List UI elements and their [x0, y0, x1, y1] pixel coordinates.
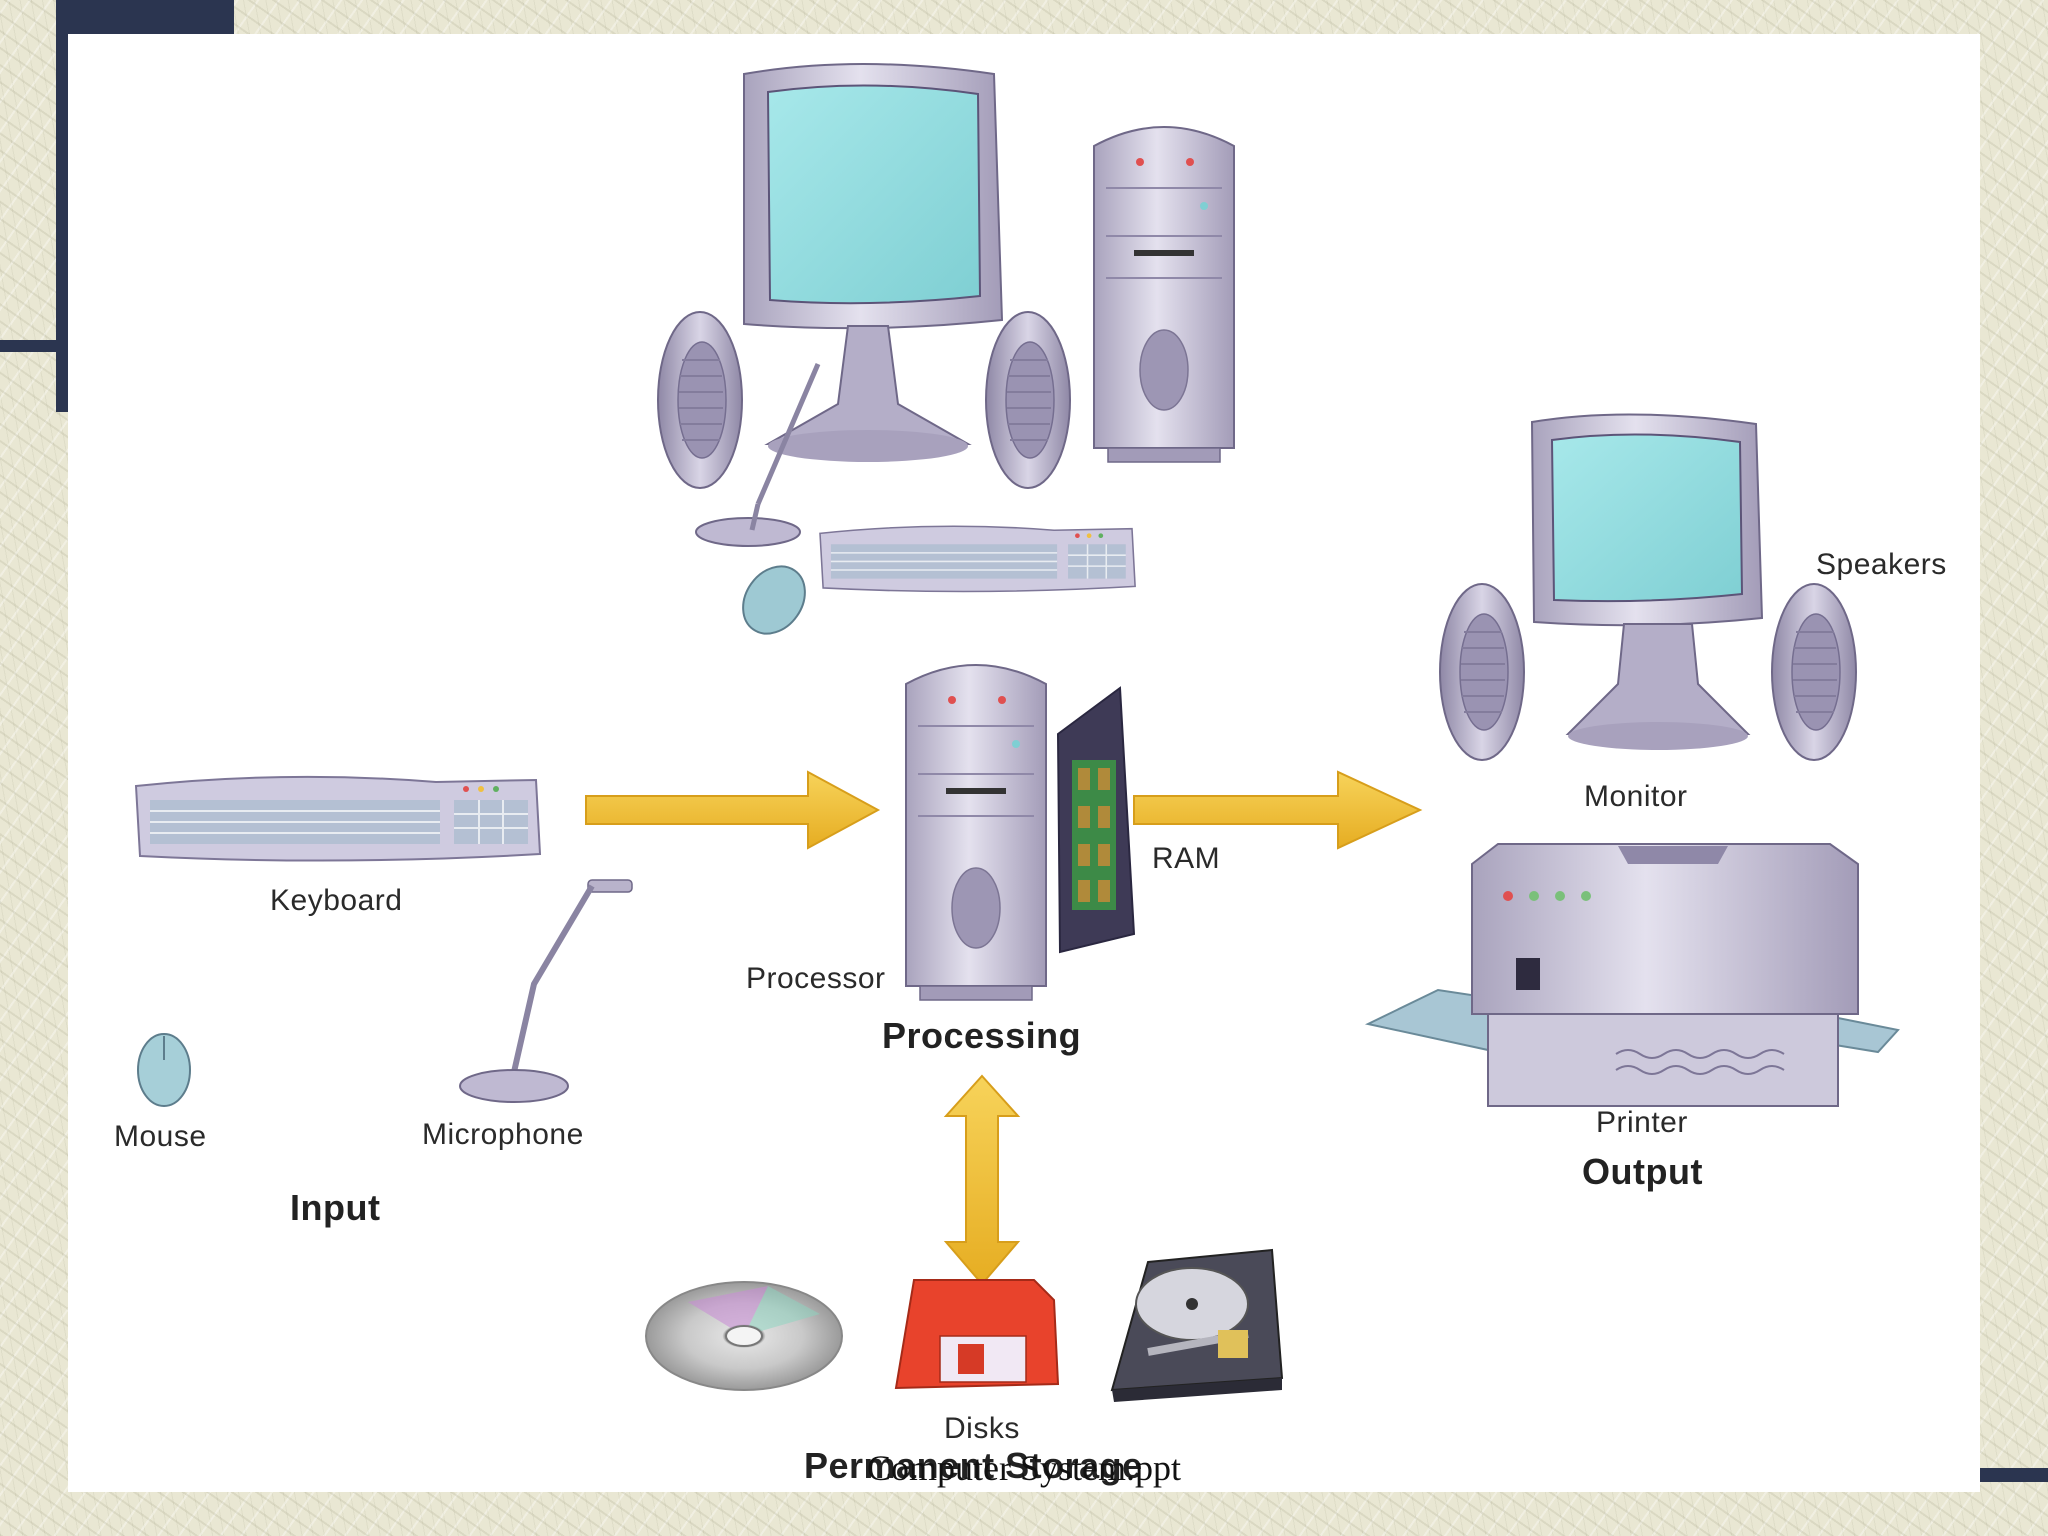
input-heading: Input [290, 1187, 381, 1228]
output-devices [1364, 413, 1900, 1107]
microphone-label: Microphone [422, 1118, 584, 1151]
corner-accent-horizontal-bar [0, 340, 68, 352]
corner-accent-vertical-bar [56, 0, 68, 412]
bottom-right-accent-bar [1980, 1468, 2048, 1482]
corner-accent-block [56, 0, 234, 34]
input-to-processing-arrow [585, 770, 881, 850]
ram-label: RAM [1152, 842, 1221, 875]
monitor-label: Monitor [1584, 780, 1688, 813]
computer-system-diagram [135, 63, 1900, 1402]
printer-label: Printer [1596, 1106, 1688, 1139]
processing-storage-double-arrow [943, 1074, 1021, 1286]
processing-to-output-arrow [1133, 770, 1423, 850]
slide-canvas: Speakers Monitor Keyboard RAM Processor … [68, 34, 1980, 1492]
slide-footer: Computer System.ppt [867, 1448, 1181, 1488]
mouse-label: Mouse [114, 1120, 207, 1153]
processor-label: Processor [746, 962, 886, 995]
processing-heading: Processing [882, 1015, 1082, 1056]
output-heading: Output [1582, 1151, 1703, 1192]
speakers-label: Speakers [1816, 548, 1947, 581]
complete-computer-illustration [657, 63, 1235, 635]
permanent-storage-heading: Permanent Storage [804, 1445, 1143, 1486]
storage-disks [645, 1248, 1284, 1402]
input-devices [135, 775, 633, 1107]
keyboard-label: Keyboard [270, 884, 403, 917]
disks-label: Disks [944, 1412, 1020, 1445]
processing-unit [905, 664, 1136, 1001]
